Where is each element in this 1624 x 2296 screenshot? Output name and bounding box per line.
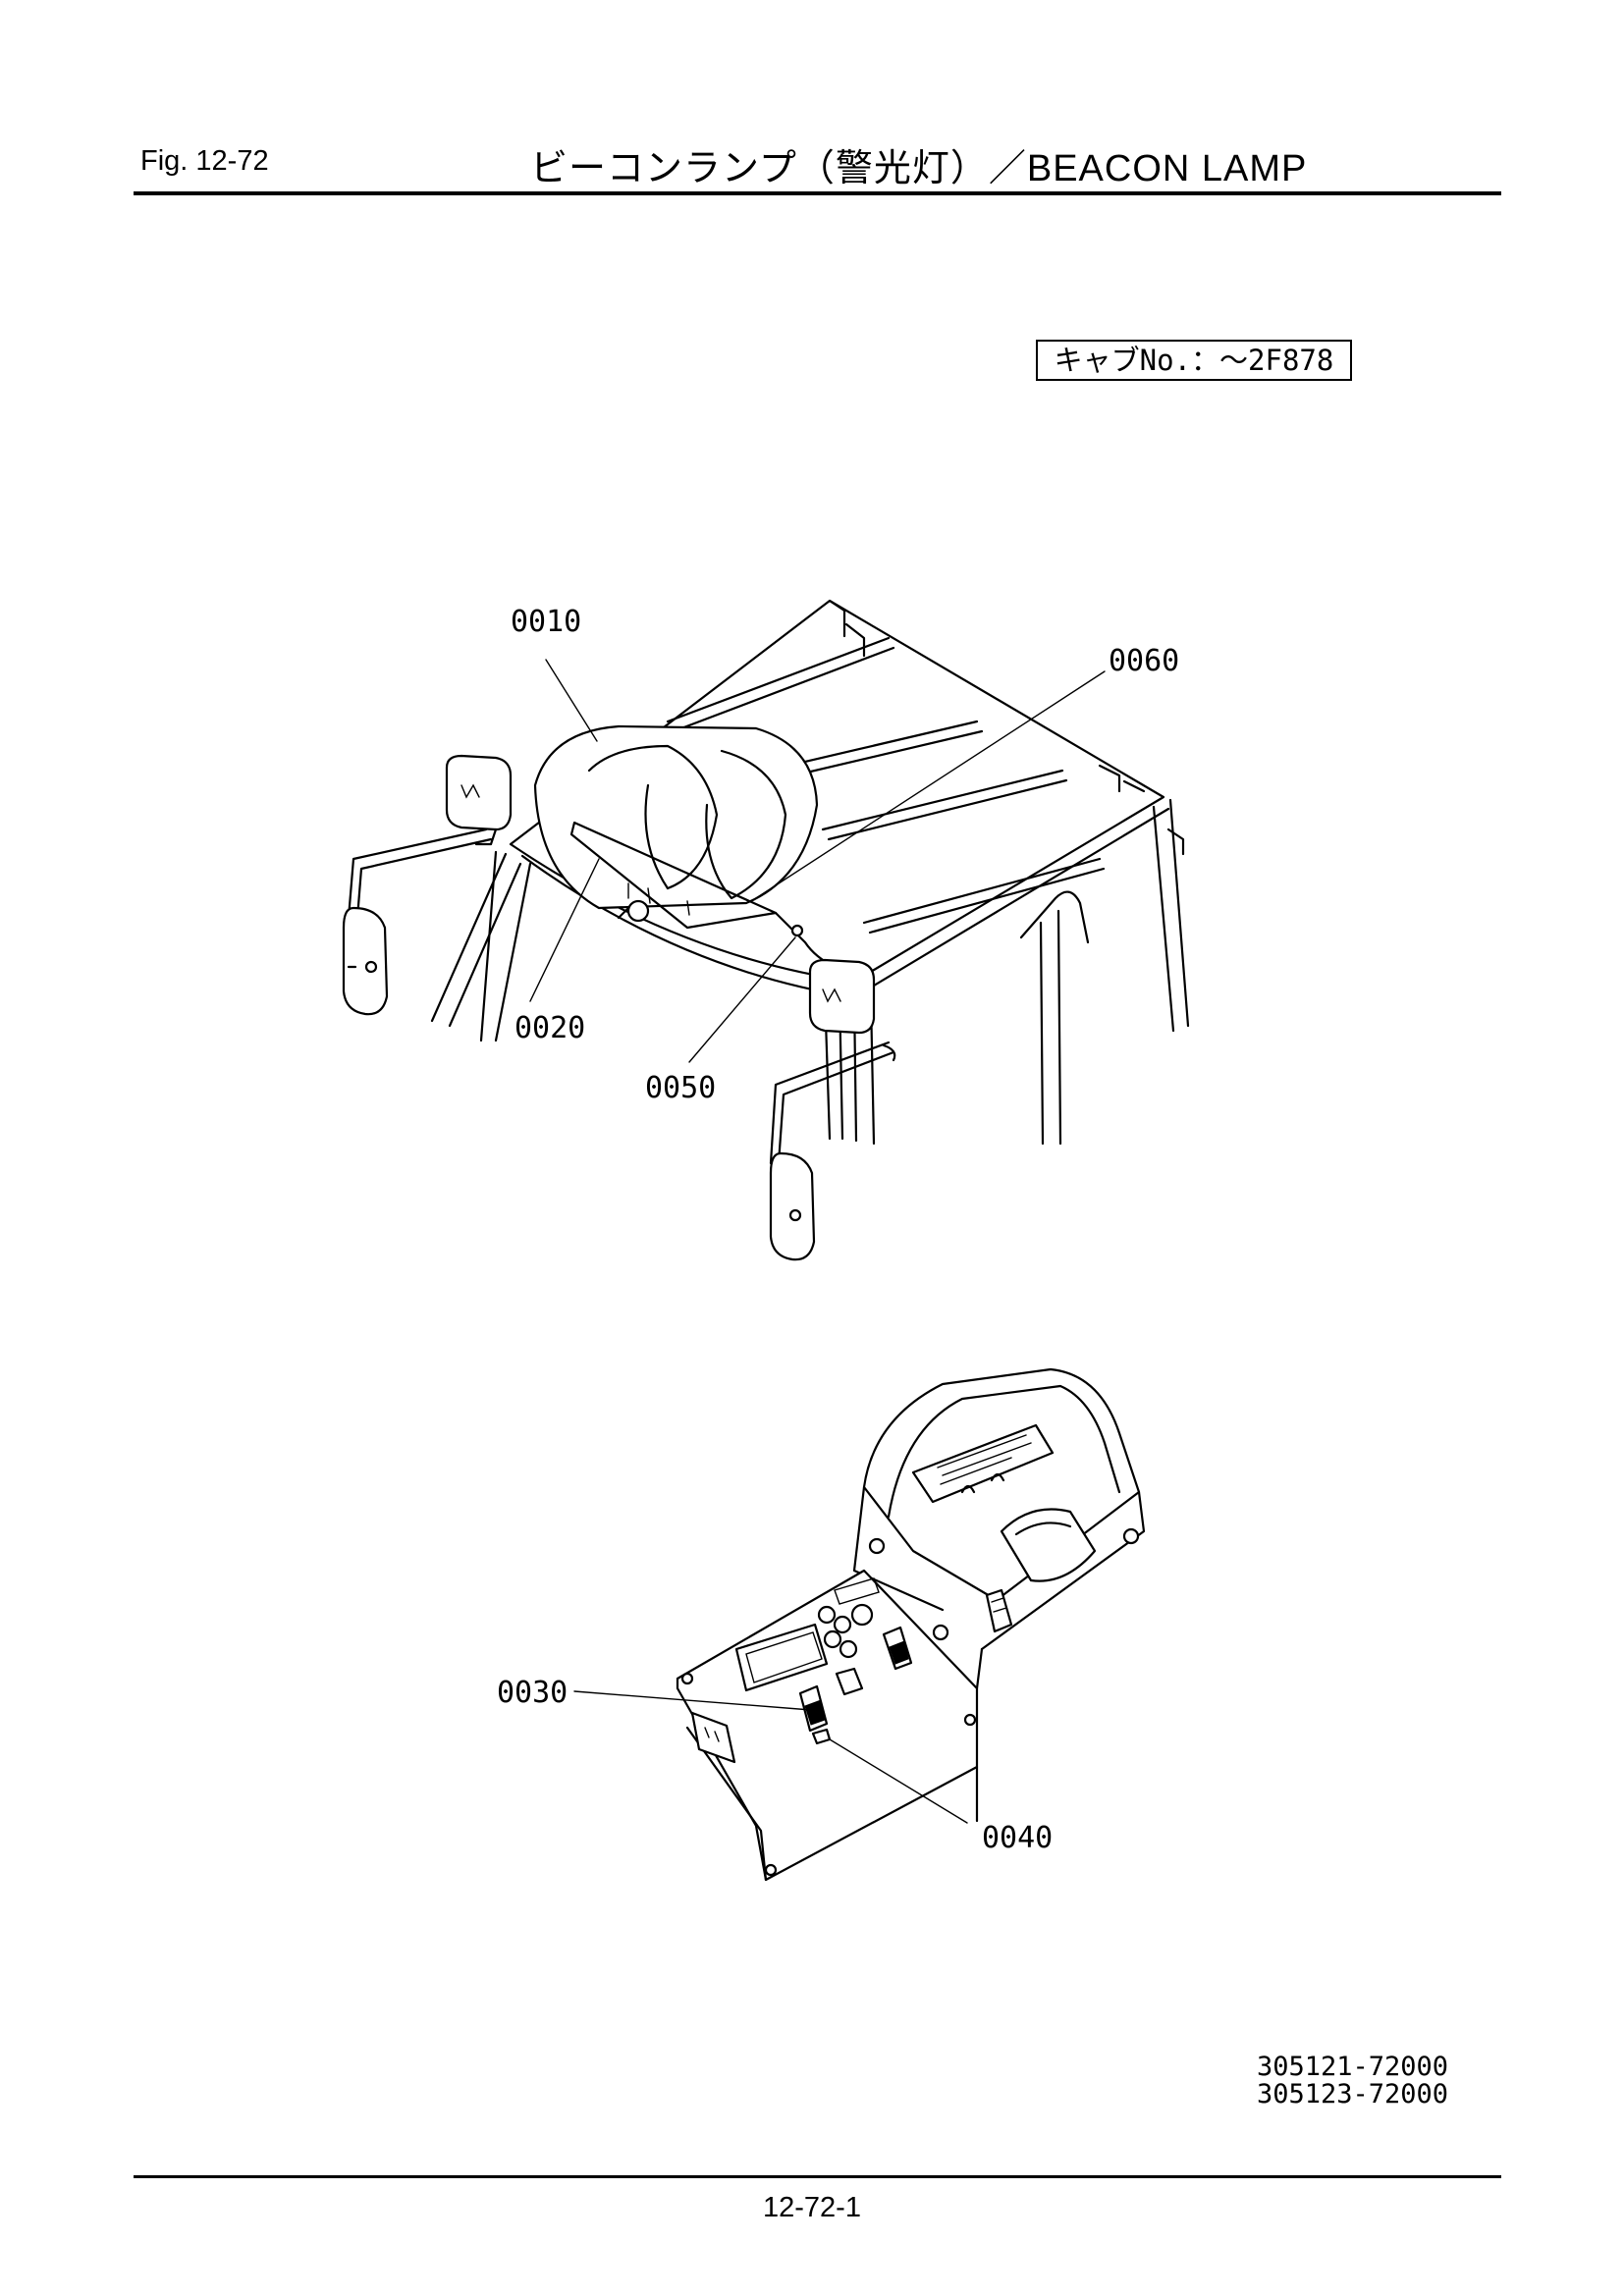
cab-roof-drawing bbox=[342, 599, 1190, 1261]
cab-range-label: キャブNo.：～2F878 bbox=[1036, 340, 1352, 381]
figure-number: Fig. 12-72 bbox=[140, 145, 269, 177]
callout-0040: 0040 bbox=[982, 1821, 1053, 1855]
part-number: 305123-72000 bbox=[1257, 2079, 1449, 2109]
leader-lines bbox=[529, 659, 1106, 1824]
page-number: 12-72-1 bbox=[763, 2192, 861, 2223]
callout-0060: 0060 bbox=[1109, 644, 1179, 678]
part-number-list: 305121-72000 305123-72000 bbox=[1257, 2054, 1448, 2109]
part-number: 305121-72000 bbox=[1257, 2052, 1449, 2082]
callout-0020: 0020 bbox=[514, 1011, 585, 1045]
footer-rule bbox=[134, 2175, 1501, 2178]
callout-0030: 0030 bbox=[497, 1676, 568, 1710]
callout-0010: 0010 bbox=[511, 605, 581, 639]
page-title: ビーコンランプ（警光灯）／BEACON LAMP bbox=[530, 148, 1308, 189]
instrument-panel-drawing bbox=[676, 1367, 1146, 1882]
header-rule bbox=[134, 191, 1501, 195]
callout-0050: 0050 bbox=[645, 1071, 716, 1105]
